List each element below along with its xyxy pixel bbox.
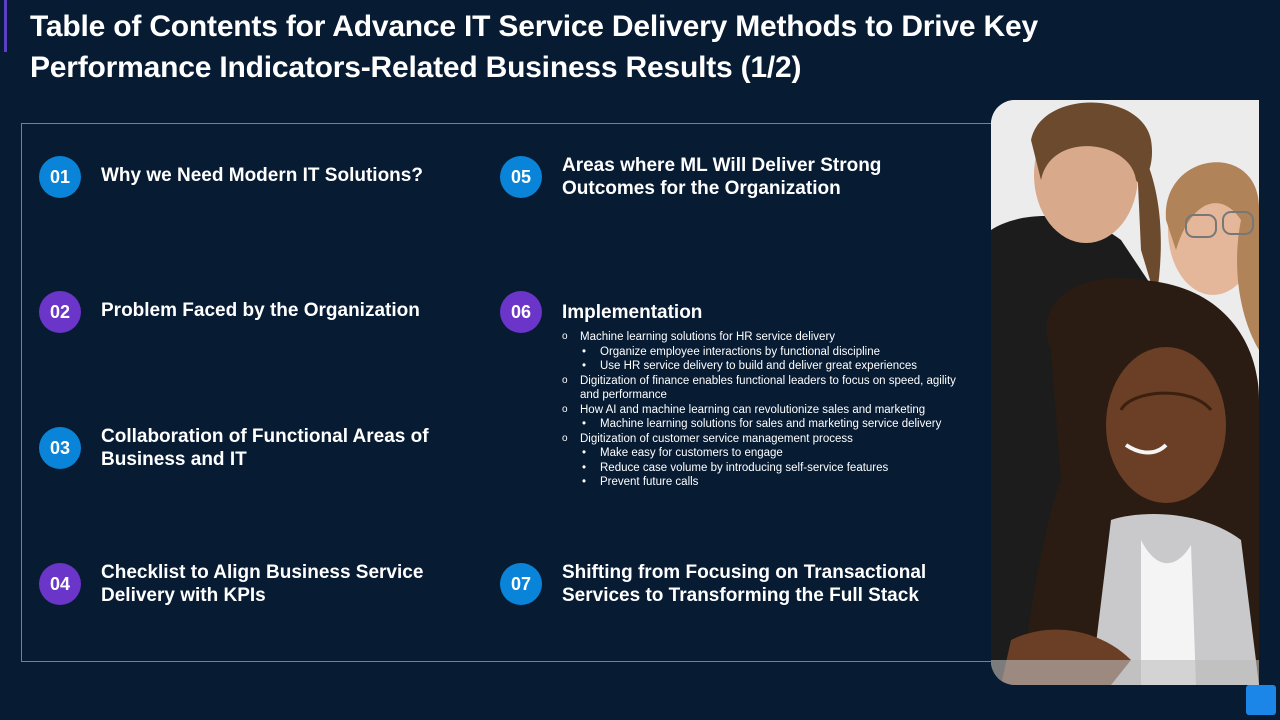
toc-item-07[interactable]: 07 Shifting from Focusing on Transaction…	[500, 561, 940, 607]
toc-item-label: Why we Need Modern IT Solutions?	[101, 165, 423, 186]
implementation-sub-bullet: Use HR service delivery to build and del…	[562, 359, 962, 374]
toc-item-label: Implementation	[562, 302, 703, 323]
implementation-bullet: Machine learning solutions for HR servic…	[562, 330, 962, 345]
implementation-sub-bullet: Organize employee interactions by functi…	[562, 345, 962, 360]
toc-item-label: Areas where ML Will Deliver Strong Outco…	[562, 155, 882, 199]
implementation-sub-bullet: Machine learning solutions for sales and…	[562, 417, 962, 432]
toc-item-label: Collaboration of Functional Areas of Bus…	[101, 426, 429, 470]
team-photo	[991, 100, 1259, 685]
implementation-sub-bullet: Make easy for customers to engage	[562, 446, 962, 461]
toc-item-05[interactable]: 05 Areas where ML Will Deliver Strong Ou…	[500, 154, 920, 200]
toc-item-label: Problem Faced by the Organization	[101, 300, 420, 321]
toc-item-06[interactable]: 06 Implementation Machine learning solut…	[500, 291, 980, 490]
corner-square	[1246, 685, 1276, 715]
implementation-sub-bullet: Reduce case volume by introducing self-s…	[562, 461, 962, 476]
toc-item-04[interactable]: 04 Checklist to Align Business Service D…	[39, 561, 499, 607]
number-badge: 01	[39, 156, 81, 198]
number-badge: 06	[500, 291, 542, 333]
number-badge: 05	[500, 156, 542, 198]
implementation-bullet: How AI and machine learning can revoluti…	[562, 403, 962, 418]
implementation-bullets: Machine learning solutions for HR servic…	[562, 330, 962, 490]
number-badge: 02	[39, 291, 81, 333]
slide-title: Table of Contents for Advance IT Service…	[30, 10, 1038, 84]
toc-item-02[interactable]: 02 Problem Faced by the Organization	[39, 291, 479, 333]
implementation-bullet: Digitization of finance enables function…	[562, 374, 962, 403]
number-badge: 04	[39, 563, 81, 605]
number-badge: 03	[39, 427, 81, 469]
toc-item-03[interactable]: 03 Collaboration of Functional Areas of …	[39, 425, 459, 471]
toc-item-01[interactable]: 01 Why we Need Modern IT Solutions?	[39, 156, 479, 198]
number-badge: 07	[500, 563, 542, 605]
toc-item-label: Shifting from Focusing on Transactional …	[562, 562, 927, 606]
implementation-sub-bullet: Prevent future calls	[562, 475, 962, 490]
implementation-block: Implementation Machine learning solution…	[562, 301, 962, 490]
title-accent-bar	[4, 0, 7, 52]
implementation-bullet: Digitization of customer service managem…	[562, 432, 962, 447]
toc-item-label: Checklist to Align Business Service Deli…	[101, 562, 424, 606]
